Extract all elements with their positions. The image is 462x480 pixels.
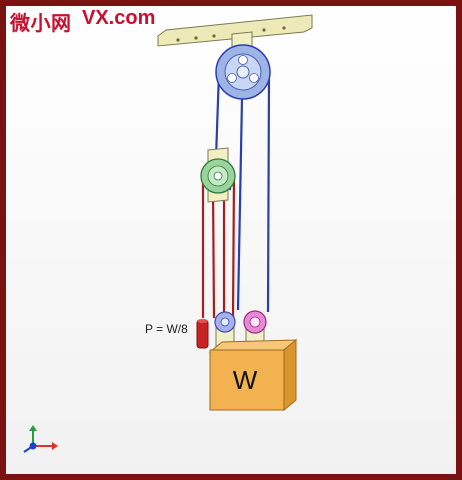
- watermark-suffix: VX.com: [82, 7, 156, 29]
- force-weight-p: [196, 319, 209, 349]
- blue-rope: [214, 71, 271, 313]
- top-pulley: [215, 44, 271, 100]
- axis-triad-icon: [23, 425, 58, 453]
- top-beam: [157, 14, 313, 47]
- small-pulley-right: [243, 310, 267, 334]
- watermark-prefix: 微小网: [10, 11, 72, 35]
- force-label: P = W/8: [145, 322, 188, 336]
- red-rope: [201, 175, 236, 319]
- small-pulley-left: [214, 311, 236, 333]
- weight-label: W: [232, 365, 258, 395]
- middle-pulley: [200, 158, 236, 194]
- load-block: [208, 338, 298, 412]
